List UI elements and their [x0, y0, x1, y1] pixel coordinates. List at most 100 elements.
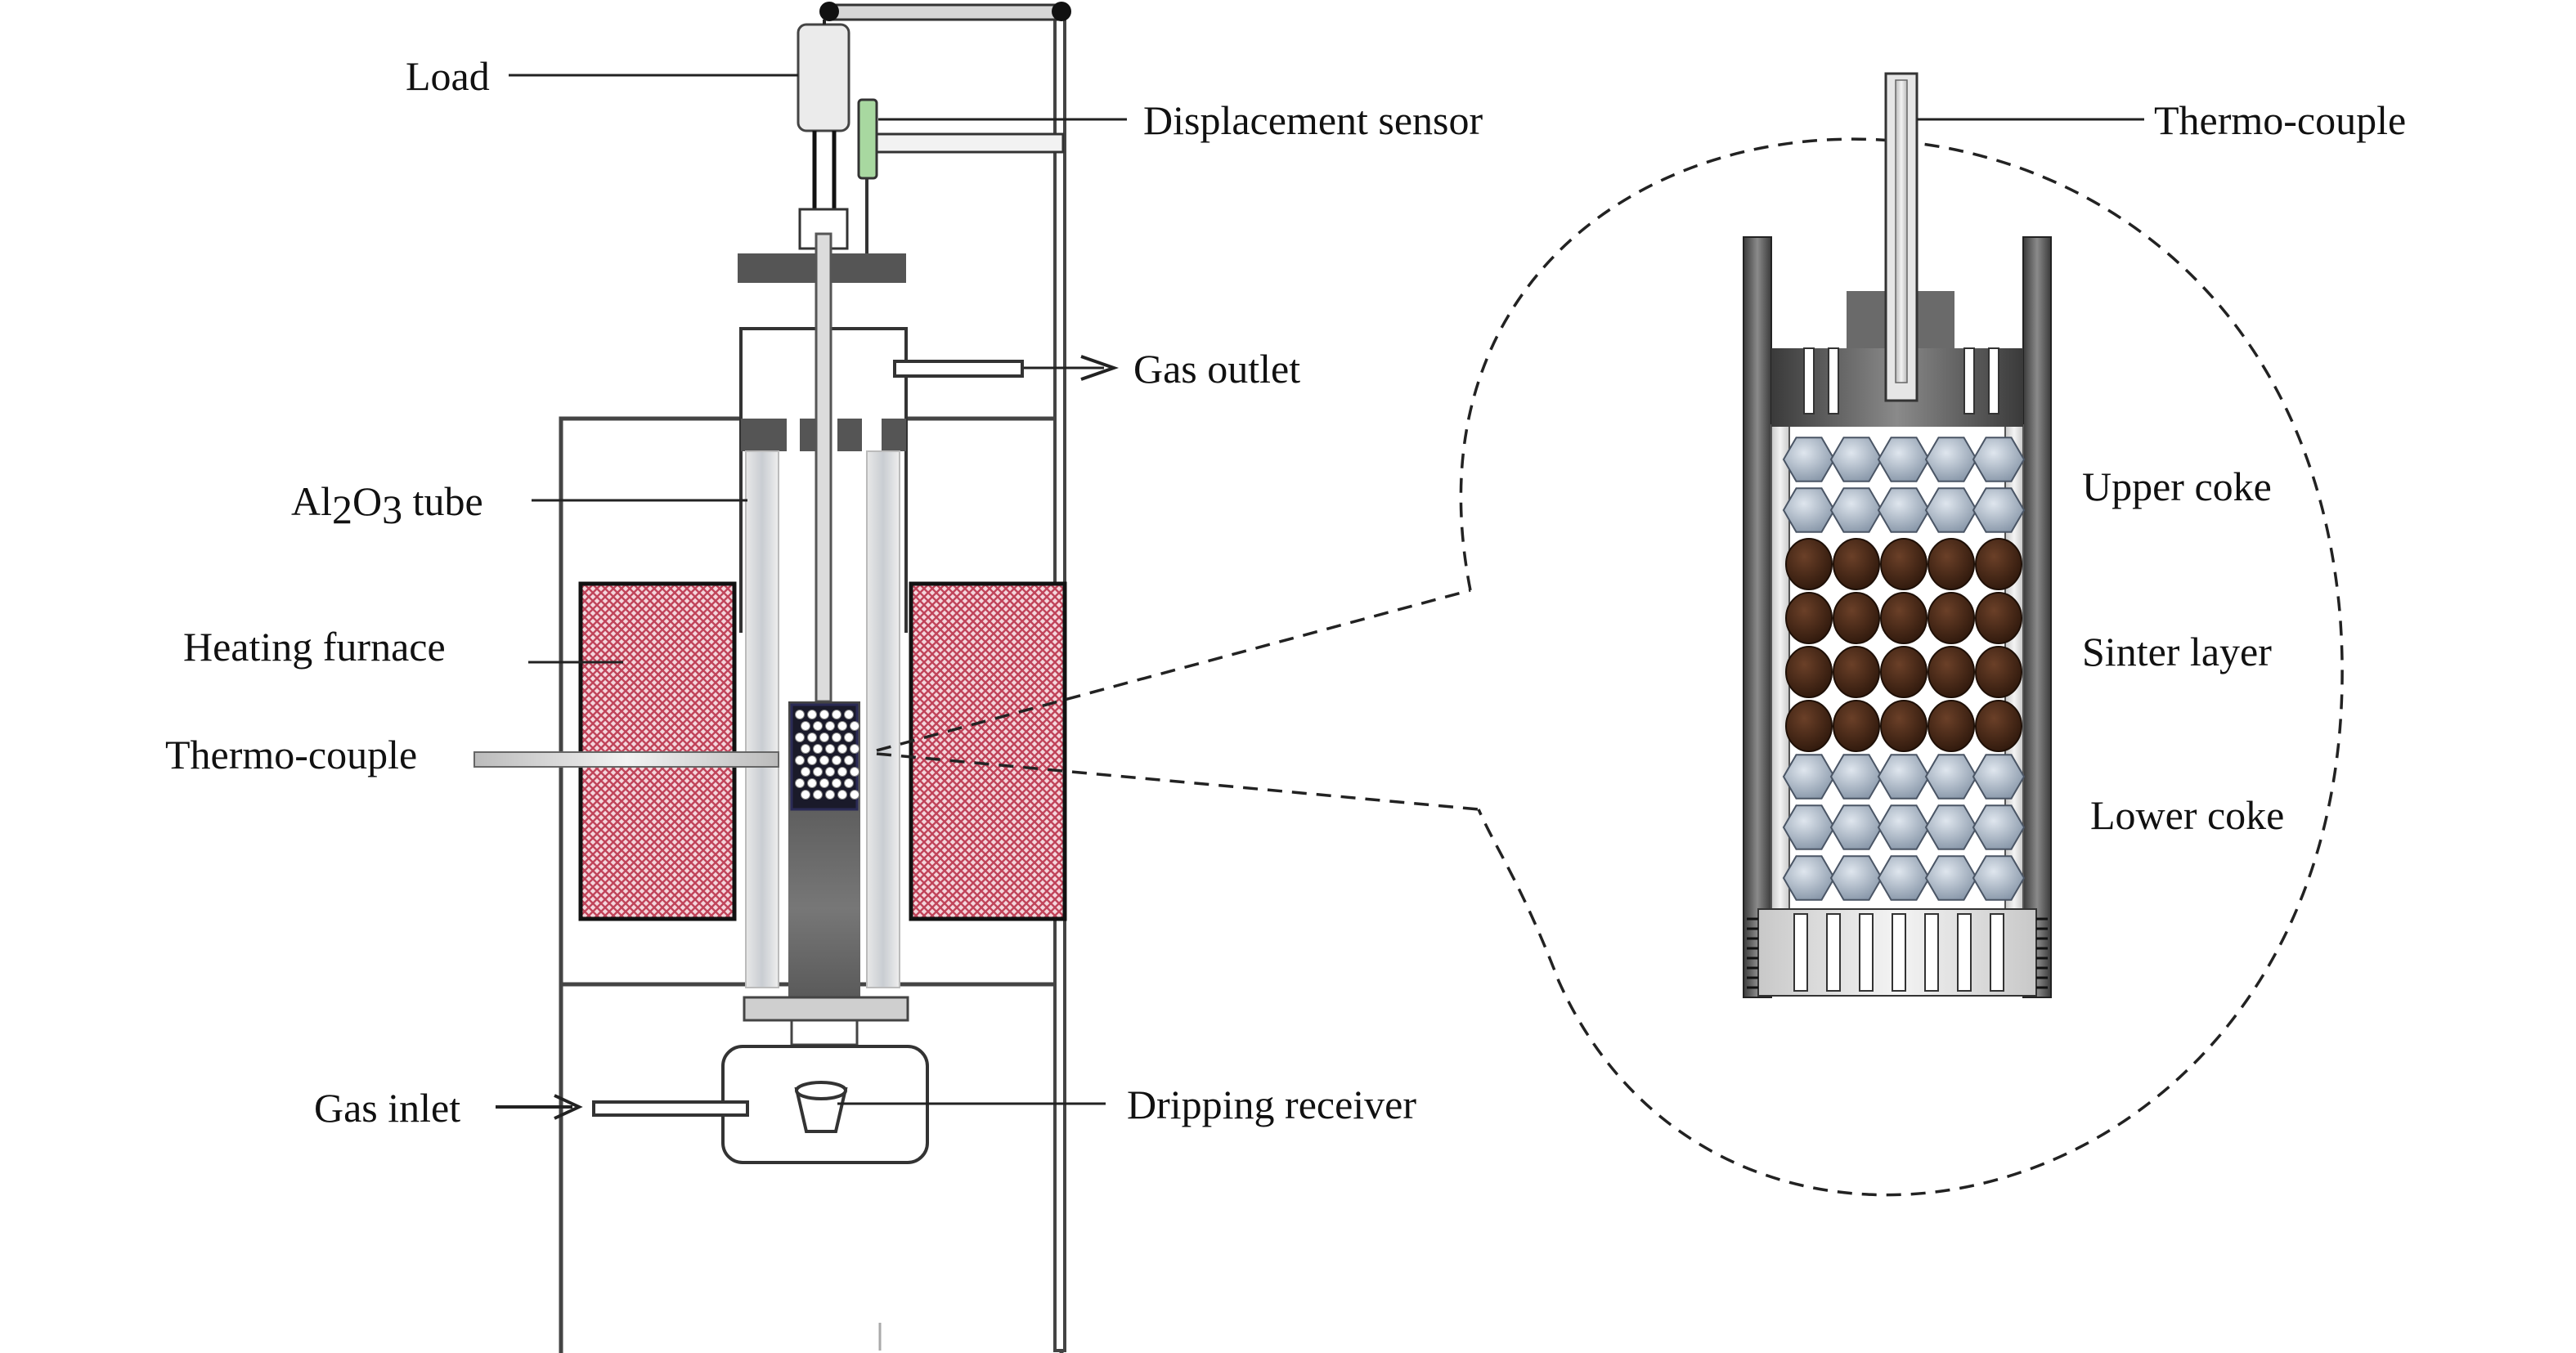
- label-al2o3-tube: Al2O3 tube: [291, 478, 483, 532]
- sinter-particle: [1785, 646, 1833, 698]
- alumina-tube-right: [866, 450, 900, 988]
- sinter-particle: [1975, 700, 2022, 752]
- sample-bead: [807, 733, 817, 742]
- sinter-particle: [1785, 700, 1833, 752]
- coke-particle: [1877, 855, 1931, 901]
- label-heating-furnace: Heating furnace: [183, 624, 446, 670]
- sample-bead: [795, 778, 805, 788]
- label-load: Load: [406, 53, 490, 99]
- sample-bead: [844, 710, 854, 719]
- central-rod: [815, 232, 832, 703]
- coke-particle: [1972, 804, 2026, 850]
- sample-bead: [801, 767, 810, 777]
- sample-bead: [807, 778, 817, 788]
- sample-bead: [801, 790, 810, 800]
- sample-bead: [795, 733, 805, 742]
- coke-particle: [1829, 487, 1883, 533]
- load-weight: [797, 23, 850, 132]
- pivot-left: [819, 2, 839, 21]
- sample-beads: [795, 710, 859, 800]
- sinter-particle: [1785, 538, 1833, 590]
- coke-particle: [1782, 487, 1836, 533]
- sinter-particle: [1880, 646, 1928, 698]
- alumina-tube-left: [745, 450, 779, 988]
- sample-bead: [837, 721, 847, 731]
- apparatus-left: [473, 2, 1071, 1353]
- upper-coke-layer: [1782, 437, 2026, 533]
- coke-particle: [1877, 437, 1931, 482]
- zoom-callout: [876, 137, 2344, 1197]
- grate-side-ticks: [1747, 917, 2048, 989]
- sample-bead: [813, 744, 823, 754]
- sample-bead: [807, 755, 817, 765]
- coke-particle: [1924, 754, 1978, 800]
- enlarged-crucible: [1743, 72, 2144, 998]
- sample-bead: [832, 733, 841, 742]
- coke-particle: [1877, 804, 1931, 850]
- leader-lines-left: [509, 74, 1127, 1105]
- sample-bead: [807, 710, 817, 719]
- gas-inlet-pipe: [592, 1100, 749, 1117]
- sinter-particle: [1880, 592, 1928, 644]
- label-thermocouple-right: Thermo-couple: [2154, 97, 2406, 143]
- sinter-particle: [1928, 700, 1975, 752]
- sample-bead: [825, 767, 835, 777]
- sample-bead: [813, 790, 823, 800]
- label-displacement-sensor: Displacement sensor: [1143, 97, 1483, 143]
- sample-bead: [850, 744, 859, 754]
- sinter-layer: [1785, 538, 2022, 752]
- sample-bead: [837, 744, 847, 754]
- coke-particle: [1972, 754, 2026, 800]
- top-bar: [824, 3, 1065, 21]
- sample-bead: [819, 755, 829, 765]
- coke-particle: [1829, 804, 1883, 850]
- sample-bead: [832, 710, 841, 719]
- coke-particle: [1972, 855, 2026, 901]
- sample-bead: [813, 721, 823, 731]
- sample-bead: [825, 790, 835, 800]
- bottom-stem: [790, 1019, 859, 1046]
- label-dripping-receiver: Dripping receiver: [1127, 1082, 1416, 1127]
- gas-outlet-arrow: [1080, 355, 1120, 381]
- heating-furnace-right: [909, 581, 1067, 921]
- sample-bead: [819, 710, 829, 719]
- sinter-particle: [1928, 646, 1975, 698]
- sample-bead: [844, 755, 854, 765]
- coke-particle: [1924, 437, 1978, 482]
- sinter-particle: [1880, 538, 1928, 590]
- sinter-particle: [1975, 538, 2022, 590]
- gas-inlet-arrow: [554, 1094, 583, 1120]
- sinter-particle: [1833, 646, 1880, 698]
- coke-particle: [1877, 754, 1931, 800]
- sample-bead: [844, 733, 854, 742]
- outer-wall-left: [1743, 236, 1772, 998]
- sample-bead: [837, 790, 847, 800]
- lid-slots: [1803, 347, 1999, 414]
- sinter-particle: [1833, 538, 1880, 590]
- sample-bead: [819, 778, 829, 788]
- coke-particle: [1829, 855, 1883, 901]
- sample-bead: [832, 755, 841, 765]
- coke-particle: [1924, 855, 1978, 901]
- label-gas-outlet: Gas outlet: [1133, 346, 1300, 392]
- coke-particle: [1782, 804, 1836, 850]
- sinter-particle: [1785, 592, 1833, 644]
- coke-particle: [1924, 487, 1978, 533]
- gas-outlet-pipe: [893, 360, 1024, 378]
- sample-bead: [832, 778, 841, 788]
- sinter-particle: [1928, 592, 1975, 644]
- sample-bead: [795, 755, 805, 765]
- sample-bead: [801, 744, 810, 754]
- sample-bead: [825, 721, 835, 731]
- sample-bead: [850, 721, 859, 731]
- sample-bead: [850, 790, 859, 800]
- lower-coke-layer: [1782, 754, 2026, 901]
- pivot-right: [1052, 2, 1071, 21]
- sample-bead: [819, 733, 829, 742]
- sample-bead: [850, 767, 859, 777]
- label-thermocouple-left: Thermo-couple: [165, 732, 417, 777]
- sinter-particle: [1833, 700, 1880, 752]
- coke-particle: [1782, 437, 1836, 482]
- sample-bead: [795, 710, 805, 719]
